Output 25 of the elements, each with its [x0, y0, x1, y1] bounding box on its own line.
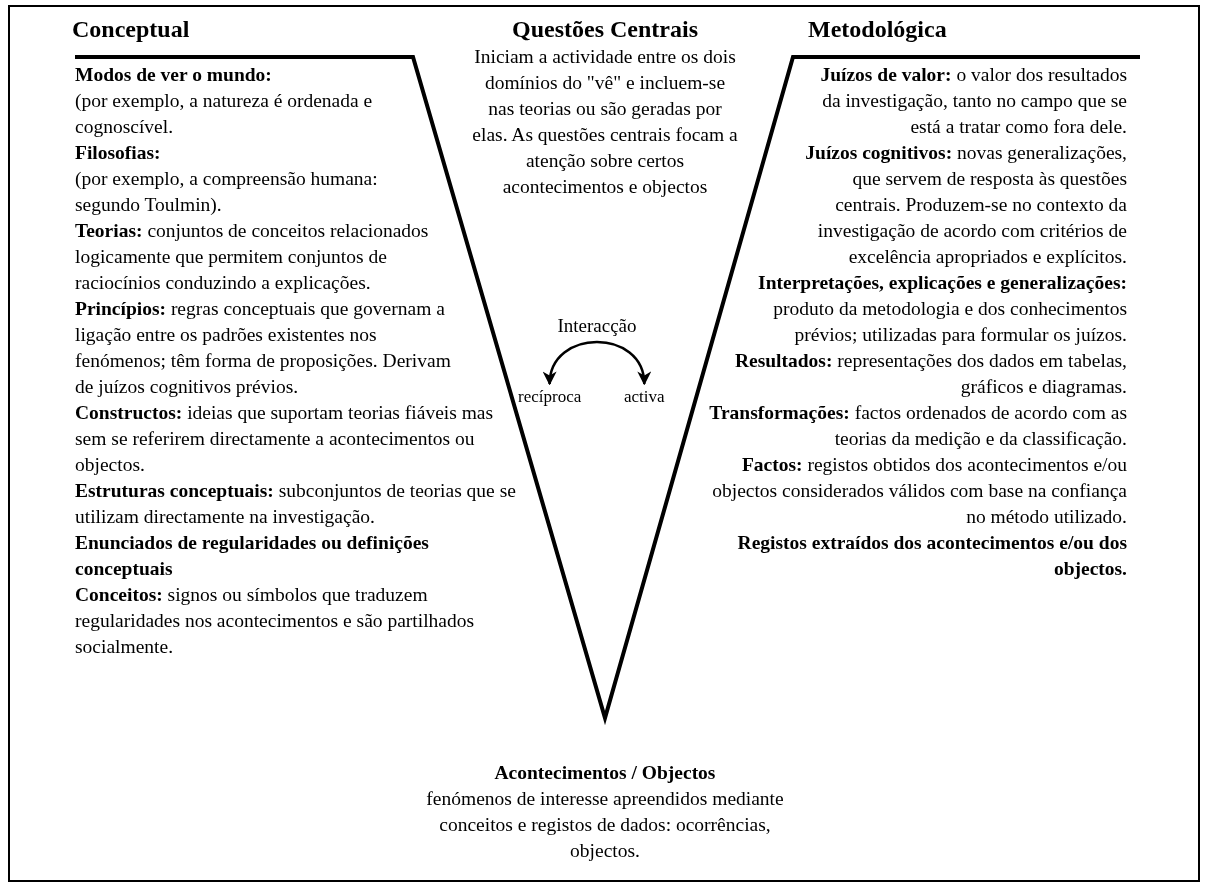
definition-text: Princípios: regras conceptuais que governam a ligação entre os padrões existentes nos fenómenos; têm forma de proposições. Derivam de juízos cognitivos prévios. — [75, 297, 452, 399]
description-text: Iniciam a actividade entre os dois domínios do "vê" e incluem-se nas teorias ou são geradas por elas. As questões centrais focam a atenção sobre certos acontecimentos e objectos — [471, 45, 739, 199]
heading-text: Filosofias: — [75, 141, 162, 165]
section-heading: Acontecimentos / Objectos — [494, 761, 716, 785]
definition-text: Conceitos: signos ou símbolos que traduzem regularidades nos acontecimentos e são partilhados socialmente. — [75, 583, 476, 659]
column-heading: Questões Centrais — [512, 15, 698, 44]
definition-text: Resultados: representações dos dados em tabelas, gráficos e diagramas. — [733, 349, 1127, 399]
definition-text: Interpretações, explicações e generalizações: produto da metodologia e dos conhecimentos prévios; utilizadas para formular os juízos. — [757, 271, 1127, 347]
definition-text: Juízos de valor: o valor dos resultados da investigação, tanto no campo que se está a tratar como fora dele. — [819, 63, 1127, 139]
definition-text: (por exemplo, a natureza é ordenada e cognoscível. — [75, 89, 374, 139]
definition-text: Constructos: ideias que suportam teorias fiáveis mas sem se referirem directamente a acontecimentos ou objectos. — [75, 401, 495, 477]
term-label: recíproca — [518, 386, 582, 408]
definition-text: Juízos cognitivos: novas generalizações, que servem de resposta às questões centrais. Produzem-se no contexto da investigação de acordo com critérios de excelência apropriados e explícitos. — [804, 141, 1127, 269]
definition-text: Estruturas conceptuais: subconjuntos de teorias que se utilizam directamente na investigação. — [75, 479, 517, 529]
curved-double-arrow — [544, 340, 650, 386]
heading-text: Registos extraídos dos acontecimentos e/ou dos objectos. — [736, 531, 1127, 581]
definition-text: Teorias: conjuntos de conceitos relacionados logicamente que permitem conjuntos de raciocínios conduzindo a explicações. — [75, 219, 430, 295]
definition-text: (por exemplo, a compreensão humana: segundo Toulmin). — [75, 167, 379, 217]
column-heading: Conceptual — [72, 15, 190, 44]
definition-text: Transformações: factos ordenados de acordo com as teorias da medição e da classificação. — [709, 401, 1127, 451]
description-text: fenómenos de interesse apreendidos mediante conceitos e registos de dados: ocorrências, objectos. — [425, 787, 785, 863]
definition-text: Factos: registos obtidos dos acontecimentos e/ou objectos considerados válidos com base na confiança no método utilizado. — [711, 453, 1127, 529]
heading-text: Modos de ver o mundo: — [75, 63, 273, 87]
column-heading: Metodológica — [808, 15, 947, 44]
term-label: activa — [624, 386, 665, 408]
